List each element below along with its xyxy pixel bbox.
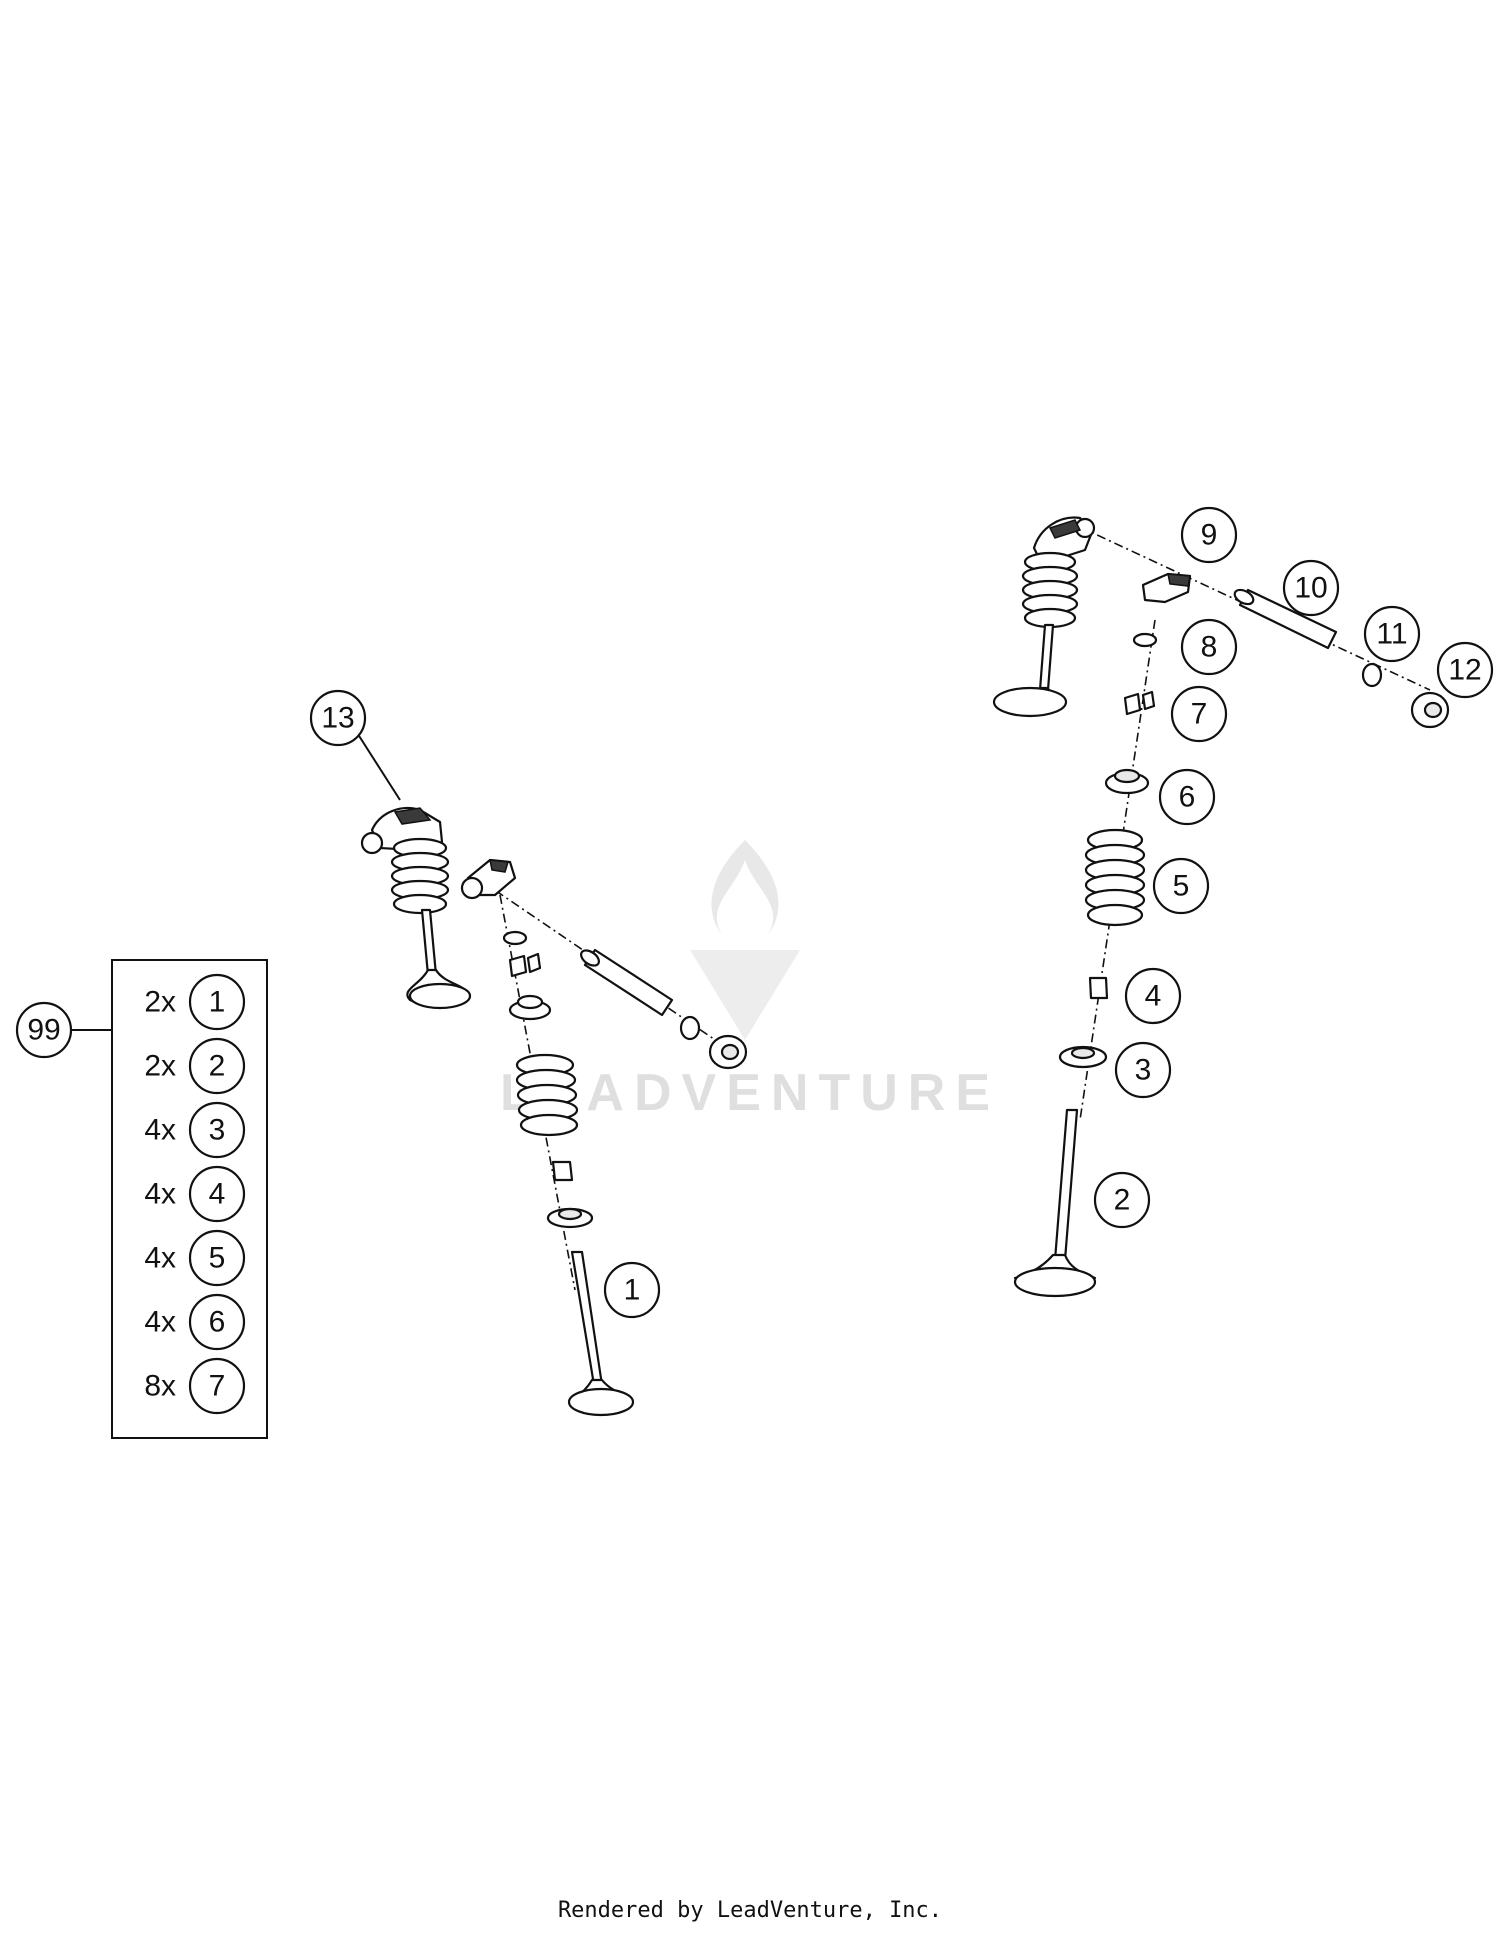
- retainer-6: [1104, 768, 1150, 795]
- kit-row: 8x 7: [144, 1357, 246, 1415]
- svg-text:2: 2: [209, 1050, 226, 1083]
- kit-part-callout: 4: [188, 1165, 246, 1223]
- valve-spring-left-top: [390, 837, 450, 915]
- circlip-left: [679, 1015, 701, 1041]
- spring-seat-3: [1058, 1045, 1108, 1069]
- callout-2: 2: [1093, 1171, 1151, 1229]
- kit-quantity: 2x: [144, 1050, 176, 1083]
- rocker-arm-left-2: [460, 858, 517, 900]
- spring-seat-left: [546, 1207, 594, 1229]
- kit-row: 2x 1: [144, 973, 246, 1031]
- kit-row: 4x 5: [144, 1229, 246, 1287]
- kit-rows: 2x 1 2x 2 4x 3 4x 4 4x 5 4x 6 8x 7: [144, 973, 246, 1415]
- kit-row: 2x 2: [144, 1037, 246, 1095]
- callout-4: 4: [1124, 967, 1182, 1025]
- valve-seal-left: [551, 1160, 574, 1182]
- svg-text:1: 1: [624, 1274, 641, 1307]
- svg-text:3: 3: [1135, 1054, 1152, 1087]
- exhaust-valve: [1013, 1108, 1097, 1298]
- kit-row: 4x 4: [144, 1165, 246, 1223]
- valve-spring-right-top: [1021, 551, 1079, 629]
- svg-text:12: 12: [1448, 654, 1481, 687]
- kit-part-callout: 2: [188, 1037, 246, 1095]
- kit-part-callout: 5: [188, 1229, 246, 1287]
- svg-text:3: 3: [209, 1114, 226, 1147]
- callout-1: 1: [603, 1261, 661, 1319]
- svg-text:6: 6: [1179, 781, 1196, 814]
- svg-text:5: 5: [209, 1242, 226, 1275]
- intake-valve: [567, 1250, 635, 1417]
- kit-quantity: 8x: [144, 1370, 176, 1403]
- callout-10: 10: [1282, 559, 1340, 617]
- svg-text:10: 10: [1294, 572, 1327, 605]
- svg-text:6: 6: [209, 1306, 226, 1339]
- watermark-text: LEADVENTURE: [500, 1064, 1000, 1122]
- svg-text:7: 7: [209, 1370, 226, 1403]
- svg-text:7: 7: [1191, 698, 1208, 731]
- shim-8: [1132, 632, 1158, 648]
- svg-text:1: 1: [209, 986, 226, 1019]
- valve-spring-5: [1084, 828, 1146, 927]
- rocker-shaft-left: [580, 948, 674, 1017]
- keepers-left: [508, 954, 528, 978]
- retainer-left: [508, 994, 552, 1021]
- shim-left: [502, 930, 528, 946]
- svg-text:4: 4: [209, 1178, 226, 1211]
- render-credit: Rendered by LeadVenture, Inc.: [557, 1898, 943, 1923]
- callout-11: 11: [1363, 605, 1421, 663]
- svg-text:4: 4: [1145, 980, 1162, 1013]
- svg-text:2: 2: [1114, 1184, 1131, 1217]
- callout-3: 3: [1114, 1041, 1172, 1099]
- callout-6: 6: [1158, 768, 1216, 826]
- leader-lines: [71, 727, 401, 1031]
- plug-left: [708, 1034, 748, 1070]
- kit-quantity: 4x: [144, 1178, 176, 1211]
- svg-text:8: 8: [1201, 631, 1218, 664]
- kit-part-callout: 7: [188, 1357, 246, 1415]
- valve-spring-left: [515, 1053, 579, 1137]
- kit-quantity: 2x: [144, 986, 176, 1019]
- svg-text:13: 13: [321, 702, 354, 735]
- callout-99: 99: [15, 1001, 73, 1059]
- keepers-7: [1123, 692, 1142, 716]
- kit-row: 4x 3: [144, 1101, 246, 1159]
- svg-text:11: 11: [1376, 618, 1407, 651]
- kit-quantity: 4x: [144, 1306, 176, 1339]
- left-valve-assembly: [360, 806, 748, 1417]
- callout-5: 5: [1152, 857, 1210, 915]
- callout-8: 8: [1180, 618, 1238, 676]
- leadventure-watermark: LEADVENTURE: [500, 840, 1000, 1122]
- svg-text:5: 5: [1173, 870, 1190, 903]
- kit-row: 4x 6: [144, 1293, 246, 1351]
- callout-7: 7: [1170, 685, 1228, 743]
- callout-12: 12: [1436, 641, 1494, 699]
- kit-quantity: 4x: [144, 1242, 176, 1275]
- rocker-arm-9: [1141, 572, 1192, 604]
- kit-part-callout: 3: [188, 1101, 246, 1159]
- valve-right-top: [992, 623, 1068, 718]
- circlip-11: [1361, 662, 1383, 688]
- valve-left-top: [406, 908, 472, 1010]
- rocker-shaft-10: [1233, 588, 1338, 650]
- rocker-arm-right: [1032, 516, 1096, 562]
- svg-text:99: 99: [27, 1014, 60, 1047]
- plug-12: [1410, 691, 1450, 729]
- right-valve-assembly: [992, 516, 1450, 1298]
- callout-13: 13: [309, 689, 367, 747]
- kit-part-callout: 6: [188, 1293, 246, 1351]
- valve-seal-4: [1088, 976, 1109, 1000]
- kit-quantity: 4x: [144, 1114, 176, 1147]
- svg-text:9: 9: [1201, 519, 1218, 552]
- callout-9: 9: [1180, 506, 1238, 564]
- kit-part-callout: 1: [188, 973, 246, 1031]
